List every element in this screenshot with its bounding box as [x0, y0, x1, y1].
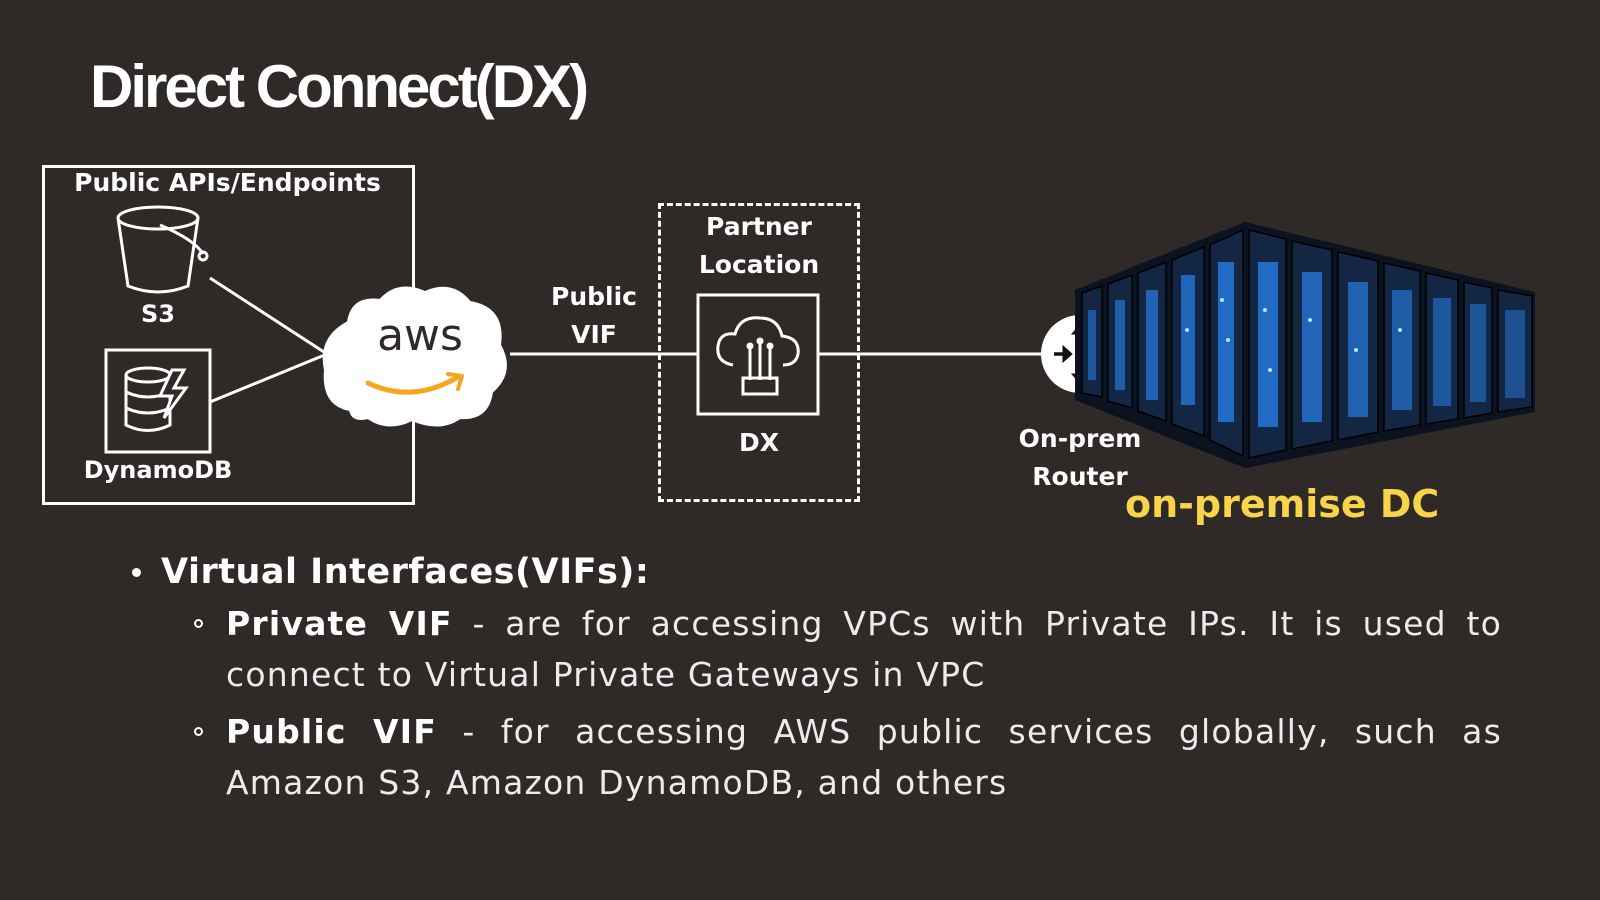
dynamodb-label: DynamoDB: [83, 456, 233, 484]
bullet-dot-icon: [132, 567, 141, 577]
on-premise-dc-label: on-premise DC: [1125, 482, 1440, 526]
partner-location-heading: Partner Location: [668, 208, 850, 284]
bullet-text: - are for accessing VPCs with Private IP…: [226, 604, 1502, 694]
bullet-heading-text: Virtual Interfaces(VIFs):: [161, 552, 650, 592]
s3-label: S3: [141, 300, 175, 328]
bullet-heading: Virtual Interfaces(VIFs):: [132, 552, 1502, 592]
bullet-item-private-vif: Private VIF - are for accessing VPCs wit…: [194, 598, 1502, 700]
public-vif-line-1: Public: [551, 282, 637, 311]
bullet-term: Public VIF: [226, 712, 437, 751]
s3-bucket-icon: [116, 205, 209, 294]
public-apis-heading: Public APIs/Endpoints: [74, 168, 381, 197]
aws-cloud-icon: [322, 286, 507, 427]
sub-bullet-ring-icon: [194, 619, 203, 628]
dynamodb-icon: [104, 348, 212, 454]
dx-device-icon: [696, 293, 820, 416]
aws-logo-text: aws: [377, 310, 463, 361]
server-racks-image: [1075, 222, 1535, 468]
vif-bullet-list: Virtual Interfaces(VIFs): Private VIF - …: [132, 552, 1502, 808]
public-vif-label: Public VIF: [530, 278, 658, 354]
router-line-2: Router: [1032, 462, 1128, 491]
router-line-1: On-prem: [1018, 424, 1142, 453]
bullet-term: Private VIF: [226, 604, 453, 643]
public-vif-line-2: VIF: [571, 320, 617, 349]
bullet-text: - for accessing AWS public services glob…: [226, 712, 1502, 802]
partner-line-2: Location: [698, 250, 820, 279]
partner-location-box: [658, 203, 860, 502]
dx-label: DX: [738, 428, 780, 457]
sub-bullet-ring-icon: [194, 727, 203, 736]
partner-line-1: Partner: [706, 212, 812, 241]
page-title: Direct Connect(DX): [90, 53, 589, 120]
bullet-item-public-vif: Public VIF - for accessing AWS public se…: [194, 706, 1502, 808]
router-label: On-prem Router: [1000, 420, 1160, 496]
